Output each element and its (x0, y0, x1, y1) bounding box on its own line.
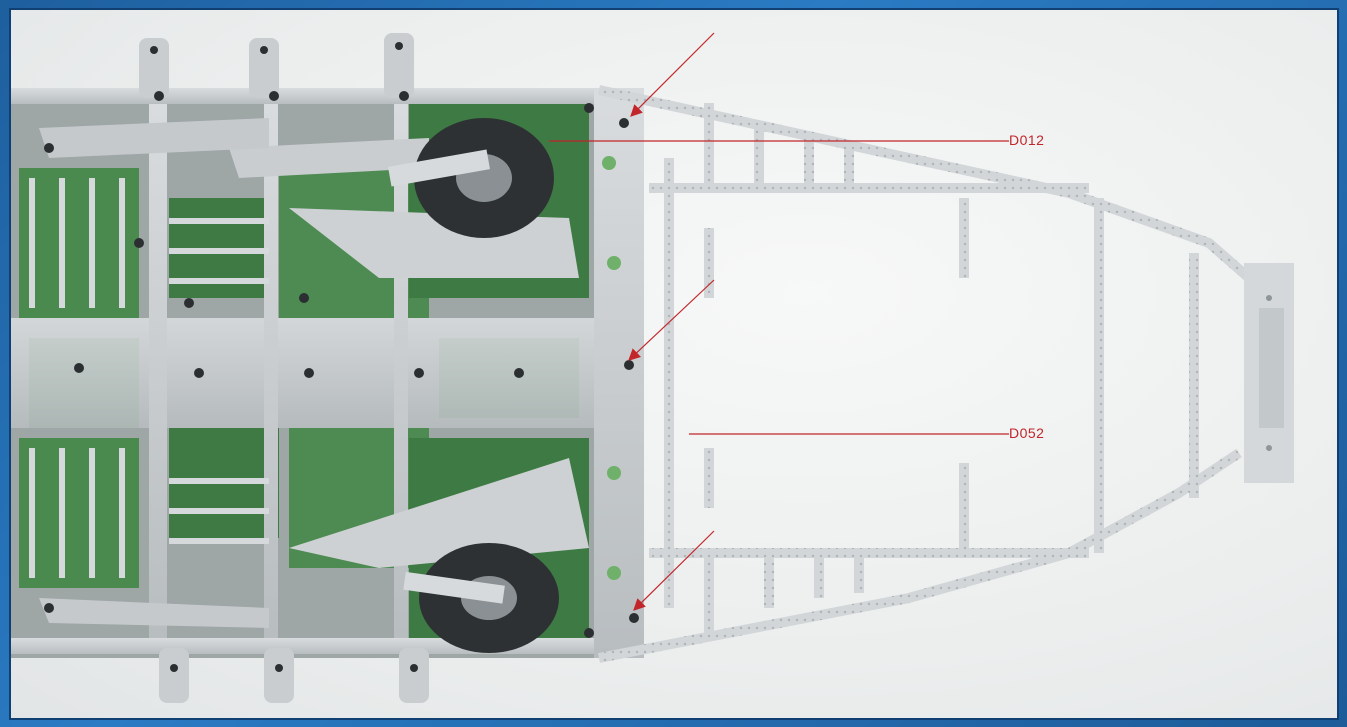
annotation-leaders (549, 32, 1009, 611)
arrow-icon (630, 32, 715, 117)
wheel-icon (388, 118, 554, 238)
label-middle: D052 (1009, 425, 1045, 441)
wheel-icon (403, 543, 559, 653)
chassis-illustration (9, 32, 1294, 703)
label-top: D012 (1009, 132, 1045, 148)
arrow-icon (633, 530, 715, 611)
image-frame: D012 D052 (9, 8, 1339, 720)
end-bracket (1244, 263, 1294, 483)
arrow-icon (628, 279, 715, 361)
lattice-frame (597, 85, 1253, 663)
